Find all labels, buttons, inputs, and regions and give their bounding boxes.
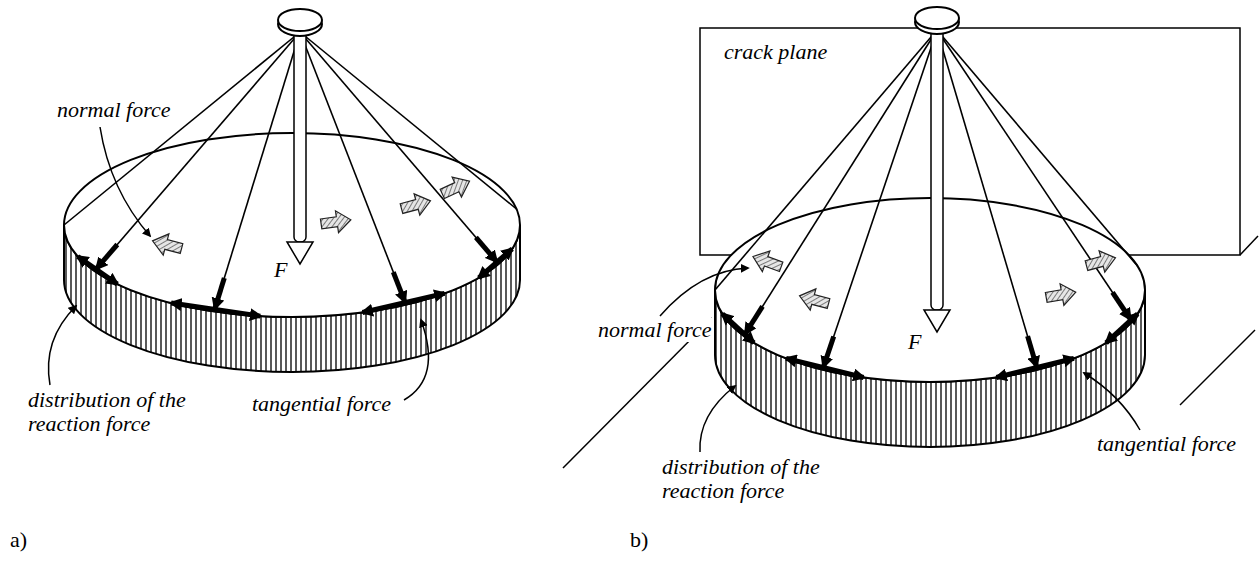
tangential-force-label: tangential force bbox=[1095, 432, 1238, 456]
load-rod-b bbox=[915, 7, 959, 332]
cables-b bbox=[715, 30, 1138, 370]
normal-force-label: normal force bbox=[596, 318, 713, 342]
distribution-label: distribution of the reaction force bbox=[26, 388, 230, 436]
panel-label: a) bbox=[8, 528, 29, 552]
tangential-force-arrows-a bbox=[78, 249, 513, 316]
crack-plane bbox=[563, 28, 1258, 468]
cable-force-arrows-a bbox=[97, 237, 497, 308]
disk-top bbox=[64, 133, 520, 317]
normal-force-label: normal force bbox=[55, 98, 172, 122]
load-rod-a bbox=[278, 9, 322, 264]
panel-label: b) bbox=[628, 528, 650, 552]
tangential-force-arrows-b bbox=[722, 314, 1137, 378]
force-symbol: F bbox=[272, 258, 289, 282]
disk-b bbox=[715, 198, 1145, 447]
disk-top bbox=[715, 198, 1145, 382]
force-symbol: F bbox=[906, 330, 923, 354]
tangential-force-label: tangential force bbox=[250, 392, 393, 416]
normal-force-arrows-a bbox=[150, 171, 474, 259]
leader-lines-a bbox=[48, 127, 428, 400]
leader-lines-b bbox=[660, 268, 1140, 452]
crack-plane-label: crack plane bbox=[722, 40, 829, 64]
distribution-label: distribution of the reaction force bbox=[660, 455, 864, 503]
cables-a bbox=[64, 32, 517, 312]
